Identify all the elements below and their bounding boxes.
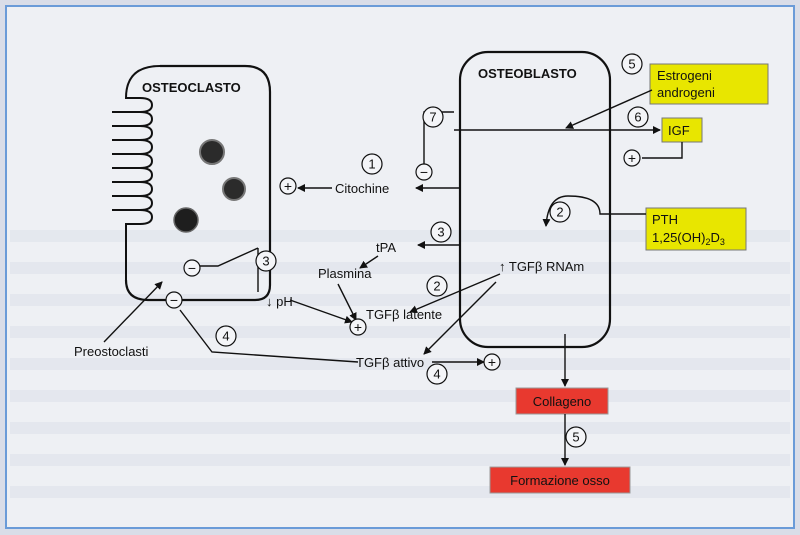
minus-sign: − [170,292,178,308]
arrow-pth [542,195,646,227]
tgfb-attivo-label: TGFβ attivo [356,355,424,370]
plus-sign-circle [349,318,367,336]
plus-sign: + [488,354,496,370]
osteoclasto-cell [111,64,272,302]
plus-sign: + [284,178,292,194]
vitd-d: D [710,230,719,245]
step-marker-circle [422,106,444,128]
step-marker-circle [255,250,277,272]
nucleus-2 [222,177,246,201]
step-marker-circle [627,106,649,128]
arrow-plasmina-latente [337,283,357,321]
step-marker-circle [426,275,448,297]
pth-label: PTH [652,212,678,227]
preostoclasti-label: Preostoclasti [74,344,149,359]
formazione-box [489,466,631,494]
arrow-rnam-latente [409,273,501,313]
plasmina-label: Plasmina [318,266,372,281]
minus-sign-circle [165,291,183,309]
line-igf-back [642,142,683,159]
minus-sign: − [420,164,428,180]
step-marker-number: 3 [262,254,269,269]
step-marker-number: 3 [437,225,444,240]
tpa-label: tPA [376,240,396,255]
minus-sign-circle [183,259,201,277]
line-minus-3 [192,247,259,267]
step-marker-number: 1 [368,157,375,172]
line-attivo-preosteo [179,309,359,363]
plus-sign: + [628,150,636,166]
tgfb-latente-label: TGFβ latente [366,307,442,322]
step-marker-circle [621,53,643,75]
pth-box [645,207,747,251]
step-marker-number: 6 [634,110,641,125]
tgfb-rnam-label: ↑ TGFβ RNAm [499,259,584,274]
plus-sign-circle [279,177,297,195]
step-marker-number: 2 [433,279,440,294]
step-marker-circle [215,325,237,347]
step-marker-number: 4 [433,367,440,382]
igf-box [661,117,703,143]
minus-sign-circle [415,163,433,181]
androgeni-label: androgeni [657,85,715,100]
plus-sign-circle [623,149,641,167]
estrogeni-label: Estrogeni [657,68,712,83]
arrow-tpa-plasmina [359,255,379,269]
ph-label: ↓ pH [266,294,293,309]
collageno-box [515,387,609,415]
connectors [103,89,683,466]
arrow-latente-attivo [423,281,497,355]
citochine-label: Citochine [335,181,389,196]
minus-sign: − [188,260,196,276]
step-marker-number: 4 [222,329,229,344]
igf-label: IGF [668,123,690,138]
step-marker-number: 7 [429,110,436,125]
step-marker-circle [426,363,448,385]
osteoclasto-label: OSTEOCLASTO [142,80,241,95]
nucleus-1 [199,139,225,165]
osteoblasto-cell [458,50,612,349]
vitd-label: 1,25(OH)2D3 [652,230,725,247]
step-marker-circle [430,221,452,243]
ruffled-border [111,65,161,280]
collageno-label: Collageno [533,394,592,409]
plus-sign: + [354,319,362,335]
vitd-main: 1,25(OH) [652,230,705,245]
vitd-sub: 2 [705,237,710,247]
step-marker-number: 5 [572,430,579,445]
sign-markers: +−+−−++ [165,149,641,371]
plus-sign-circle [483,353,501,371]
step-marker-number: 5 [628,57,635,72]
step-marker-circle [549,201,571,223]
step-markers: 1 7 5 6 2 3 3 2 4 4 5 [215,53,649,448]
formazione-label: Formazione osso [510,473,610,488]
osteoblasto-label: OSTEOBLASTO [478,66,577,81]
arrow-preosteo [103,281,163,343]
estrogeni-box [649,63,769,105]
nucleus-3 [173,207,199,233]
step-marker-number: 2 [556,205,563,220]
step-marker-circle [565,426,587,448]
arrow-estrogeni [565,89,653,129]
vitd-sub2: 3 [720,237,725,247]
step-marker-circle [361,153,383,175]
arrow-ph-latente [289,299,353,324]
